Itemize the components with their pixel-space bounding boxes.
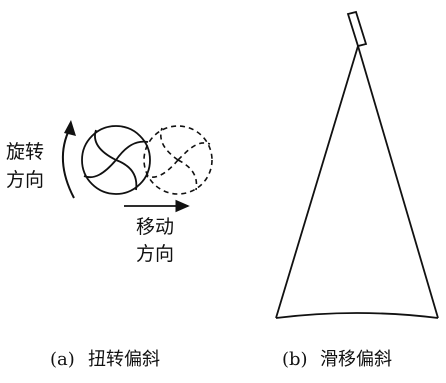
panel-b: (b) 滑移偏斜: [275, 10, 439, 370]
rotation-arrow-icon: [61, 120, 76, 199]
rotation-label-line1: 旋转: [6, 141, 44, 163]
caption-b-letter: (b): [282, 349, 308, 370]
caption-a-letter: (a): [50, 349, 75, 370]
caption-a-text: 扭转偏斜: [88, 349, 160, 370]
rotation-label-line2: 方向: [6, 169, 44, 191]
panel-a: 旋转 方向 移动 方向 (a) 扭转偏斜: [6, 120, 213, 370]
dashed-wheel: [143, 125, 213, 195]
slip-cone: [275, 10, 439, 319]
caption-b-text: 滑移偏斜: [320, 349, 392, 370]
solid-wheel: [81, 125, 151, 195]
move-label-line1: 移动: [136, 216, 174, 238]
move-label-line2: 方向: [136, 243, 174, 265]
